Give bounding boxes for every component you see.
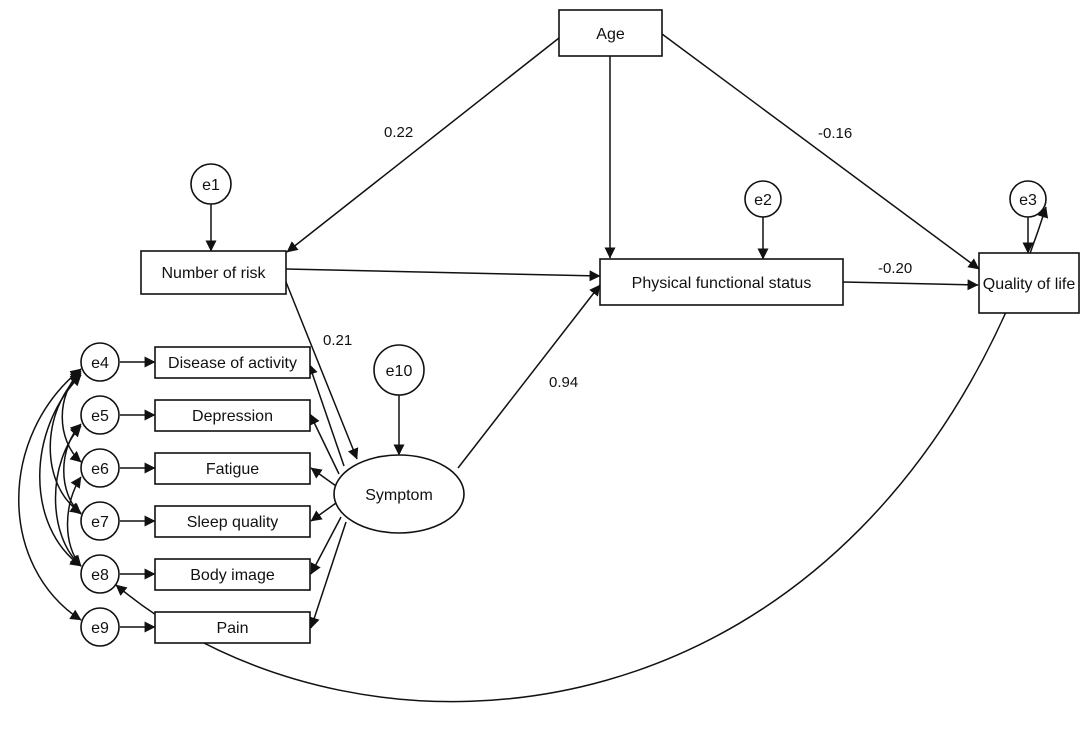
edge-pfs-to-qol <box>842 279 979 291</box>
number-of-risk-label: Number of risk <box>161 265 266 282</box>
error-e4: e4 <box>80 342 120 382</box>
depression-label: Depression <box>192 408 273 425</box>
node-sleep-quality: Sleep quality <box>154 505 311 538</box>
e5-label: e5 <box>91 408 109 425</box>
node-physical-functional-status: Physical functional status <box>599 258 844 306</box>
cov-e8-e3 <box>115 206 1049 703</box>
node-fatigue: Fatigue <box>154 452 311 485</box>
e10-label: e10 <box>386 363 413 380</box>
e7-label: e7 <box>91 514 109 531</box>
edge-age-to-risk <box>286 37 560 253</box>
node-age: Age <box>558 9 663 57</box>
error-e7: e7 <box>80 501 120 541</box>
error-e9: e9 <box>80 607 120 647</box>
error-e1: e1 <box>190 163 232 205</box>
node-symptom: Symptom <box>333 454 465 534</box>
pain-label: Pain <box>216 620 248 637</box>
error-e2: e2 <box>744 180 782 218</box>
edge-age-to-qol <box>661 33 980 270</box>
node-depression: Depression <box>154 399 311 432</box>
edge-symptom-to-body-image <box>310 516 342 575</box>
error-e5: e5 <box>80 395 120 435</box>
e9-label: e9 <box>91 620 109 637</box>
error-e6: e6 <box>80 448 120 488</box>
cov-e6-e8 <box>66 476 82 567</box>
node-pain: Pain <box>154 611 311 644</box>
sleep-quality-label: Sleep quality <box>187 514 279 531</box>
covariances <box>18 206 1049 703</box>
node-disease-of-activity: Disease of activity <box>154 346 311 379</box>
error-e8: e8 <box>80 554 120 594</box>
cov-e4-e8 <box>39 374 82 567</box>
coefficients: 0.22 -0.16 -0.20 0.21 0.94 <box>323 124 912 391</box>
physical-functional-status-label: Physical functional status <box>632 275 812 292</box>
coef-risk-to-symptom: 0.21 <box>323 332 352 349</box>
age-label: Age <box>596 26 625 43</box>
coef-age-to-qol: -0.16 <box>818 125 852 142</box>
e8-label: e8 <box>91 567 109 584</box>
node-quality-of-life: Quality of life <box>978 252 1080 314</box>
edge-symptom-to-depression <box>309 413 340 475</box>
node-number-of-risk: Number of risk <box>140 250 287 295</box>
cov-e4-e7 <box>49 372 82 514</box>
coef-pfs-to-qol: -0.20 <box>878 260 912 277</box>
coef-age-to-risk: 0.22 <box>384 124 413 141</box>
fatigue-label: Fatigue <box>206 461 259 478</box>
e3-label: e3 <box>1019 192 1037 209</box>
error-e10: e10 <box>373 344 425 396</box>
edge-symptom-to-sleep-quality <box>310 502 337 522</box>
edge-symptom-to-fatigue <box>310 467 337 487</box>
edge-symptom-to-pain <box>309 521 347 629</box>
disease-of-activity-label: Disease of activity <box>168 355 297 372</box>
e1-label: e1 <box>202 177 220 194</box>
e6-label: e6 <box>91 461 109 478</box>
node-body-image: Body image <box>154 558 311 591</box>
edge-symptom-to-pfs <box>457 284 601 469</box>
body-image-label: Body image <box>190 567 275 584</box>
e2-label: e2 <box>754 192 772 209</box>
quality-of-life-label: Quality of life <box>983 276 1076 293</box>
edges <box>120 33 1034 633</box>
coef-symptom-to-pfs: 0.94 <box>549 374 578 391</box>
symptom-label: Symptom <box>365 487 433 504</box>
cov-e4-e9 <box>18 368 82 621</box>
error-e3: e3 <box>1009 180 1047 218</box>
edge-risk-to-pfs <box>285 268 601 282</box>
e4-label: e4 <box>91 355 109 372</box>
